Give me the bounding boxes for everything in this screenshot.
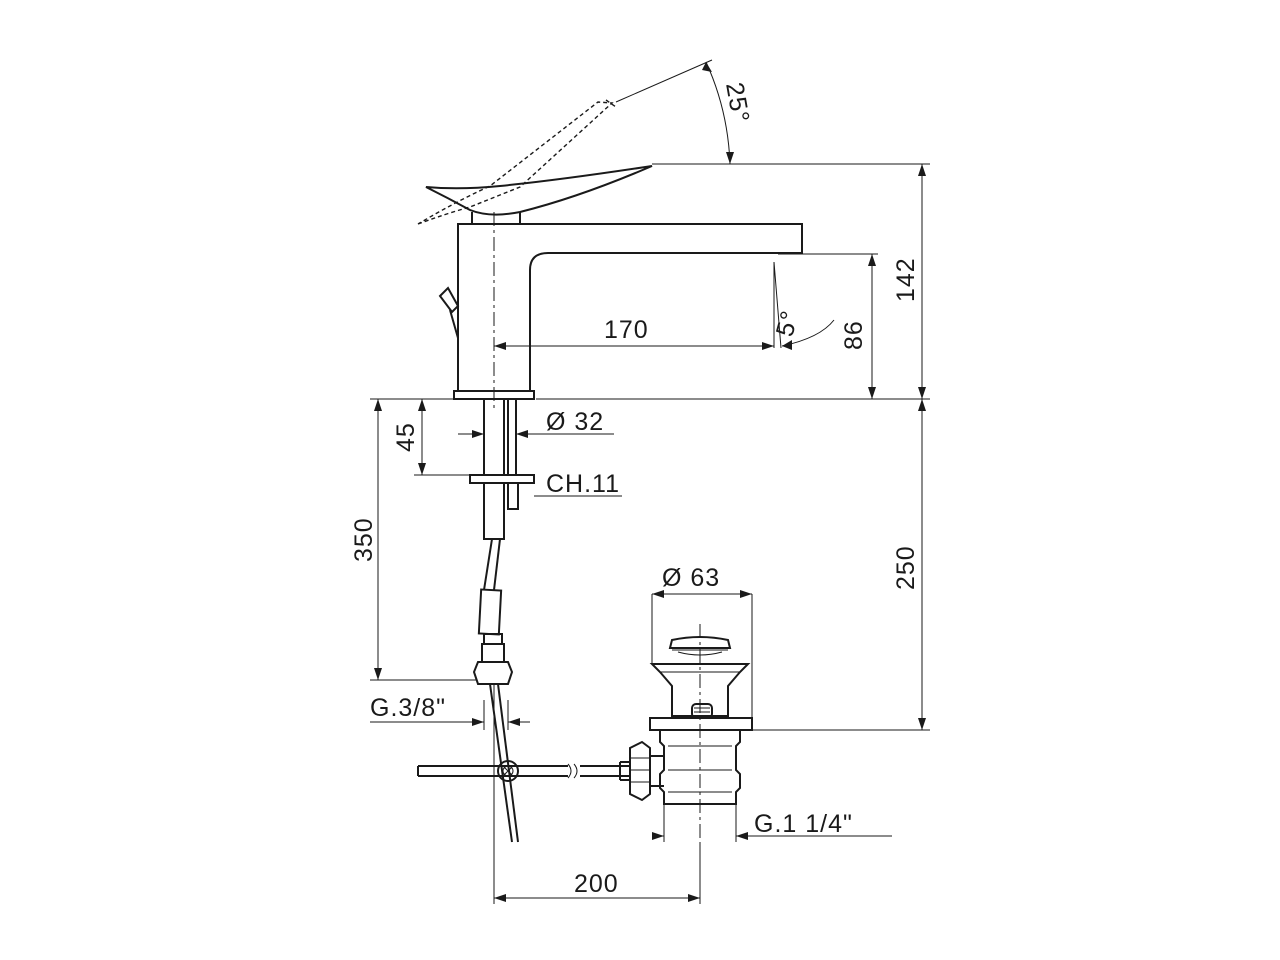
- spout-reach-label: 170: [604, 316, 649, 344]
- nut-size-label: CH.11: [546, 470, 620, 498]
- mounting-nut: [469, 474, 535, 484]
- lever-angle-label: 25°: [720, 80, 755, 125]
- faucet-outline: [417, 99, 803, 410]
- waste-thread-label: G.1 1/4": [754, 810, 853, 838]
- thread-length-label: 45: [392, 422, 420, 452]
- dimension-lines: [370, 59, 930, 904]
- waste-assembly: [619, 624, 753, 842]
- hose-connection-label: G.3/8": [370, 694, 446, 722]
- waste-diameter-label: Ø 63: [662, 564, 720, 592]
- mounting-assembly: [469, 398, 535, 843]
- dimension-labels: 25° 142 170 5° 86 Ø 32 45 CH.11 350 250 …: [350, 80, 920, 898]
- hose-length-label: 350: [350, 517, 378, 562]
- popup-rod: [438, 286, 460, 339]
- popup-linkage: [417, 760, 630, 782]
- body-diameter-label: Ø 32: [546, 408, 604, 436]
- spout-height-label: 86: [840, 320, 868, 350]
- lever-handle: [425, 165, 653, 216]
- waste-distance-label: 200: [574, 870, 619, 898]
- spout-angle-label: 5°: [771, 307, 805, 339]
- waste-height-label: 250: [892, 545, 920, 590]
- spout-body: [457, 223, 803, 392]
- total-height-label: 142: [892, 257, 920, 302]
- lever-raised-position: [417, 99, 617, 225]
